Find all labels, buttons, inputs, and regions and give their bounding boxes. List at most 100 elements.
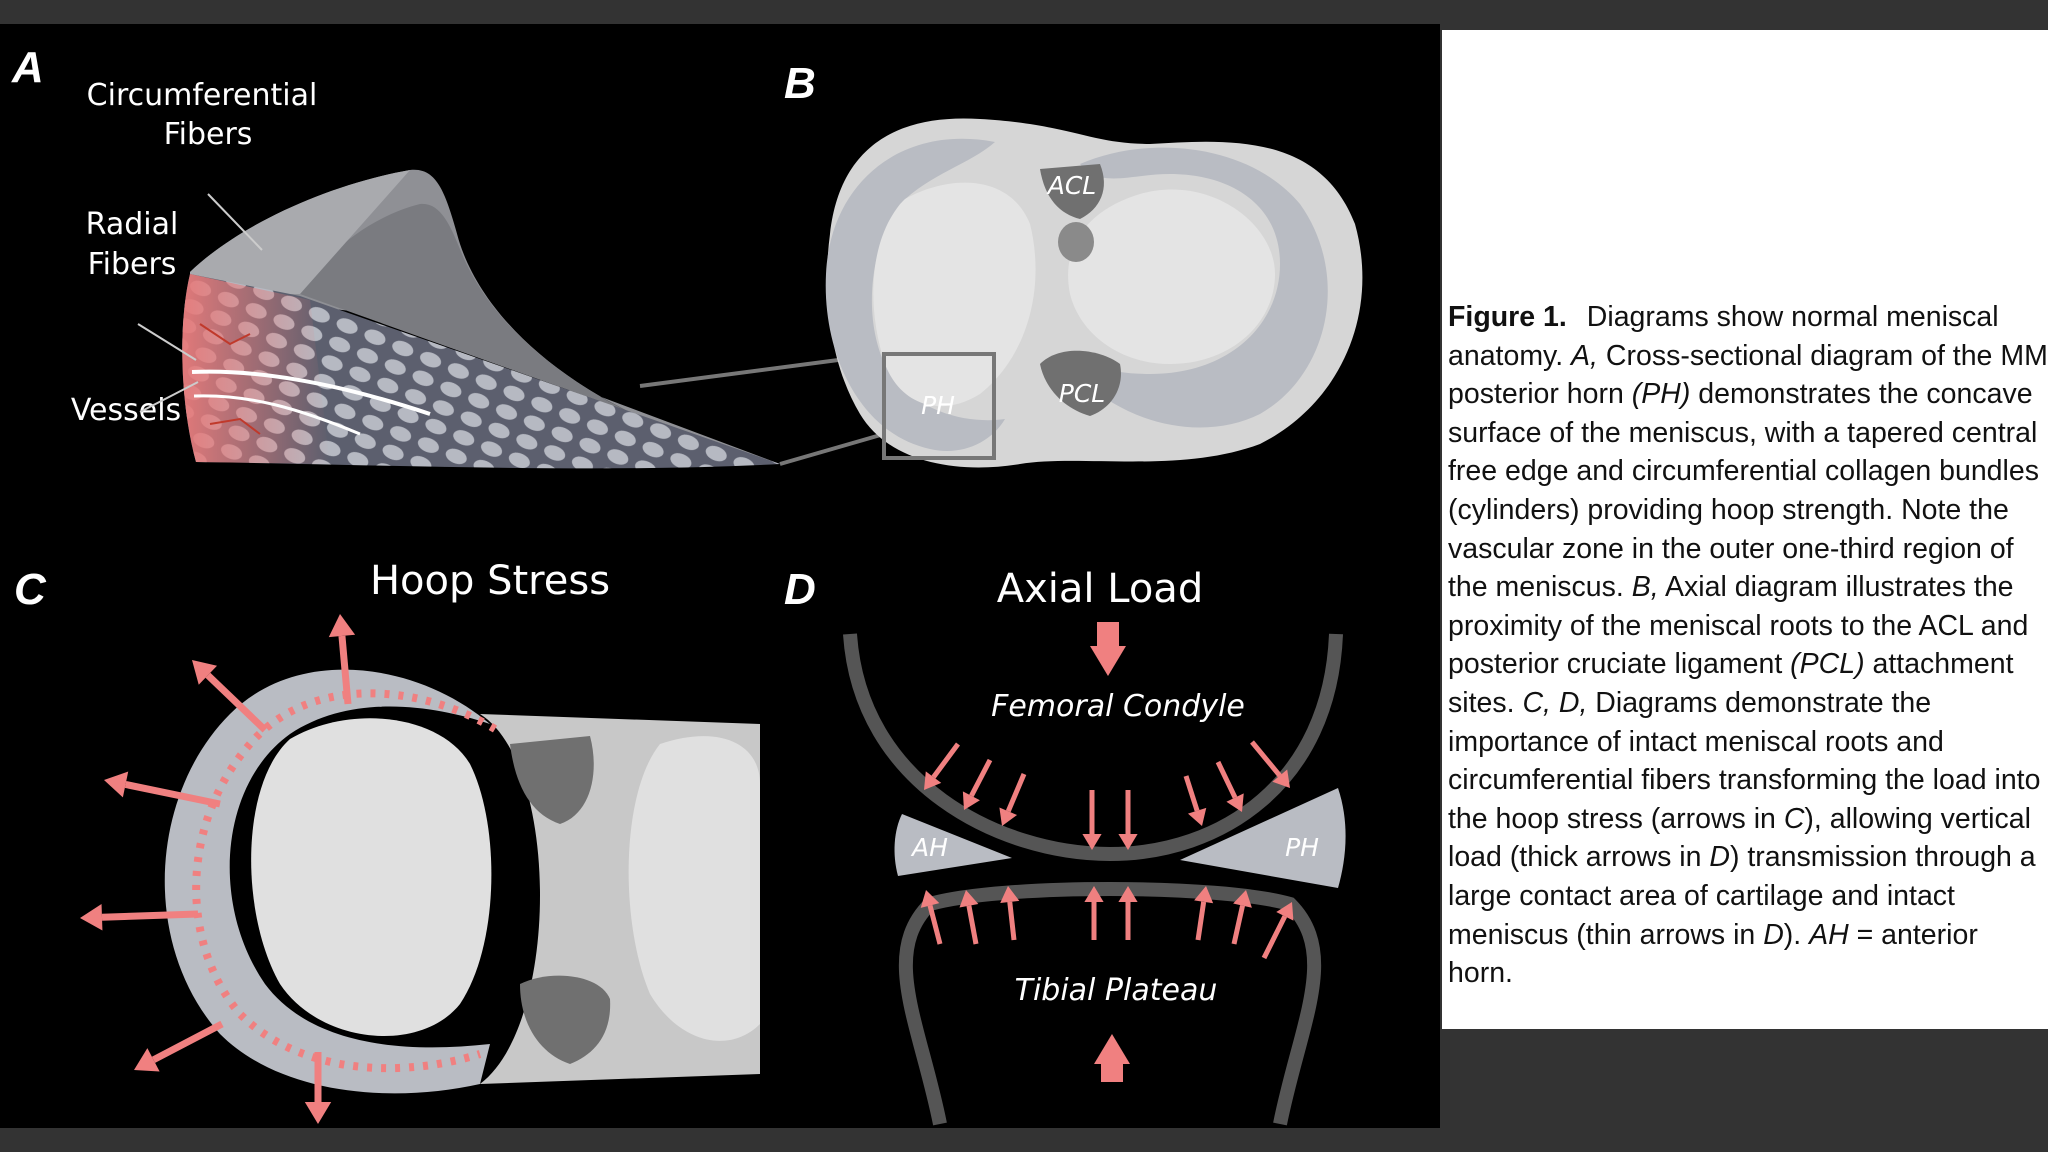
radial-leader	[137, 323, 197, 361]
ah-meniscus	[894, 814, 1012, 876]
thin-load-arrow-up	[1261, 902, 1294, 960]
panel-d: D Axial Load Femoral Condyle Tibial Plat…	[784, 565, 1346, 1126]
acl-stump	[1058, 222, 1094, 262]
circumferential-label-1: Circumferential	[87, 78, 318, 113]
caption-segment: Cross-sectional diagram of the MM poster…	[1448, 339, 2048, 411]
vessel-line-2	[193, 394, 361, 436]
thin-load-arrow-up	[959, 890, 979, 945]
thin-load-arrow-down	[1118, 790, 1138, 850]
thin-load-arrow-down	[1215, 760, 1244, 812]
caption-segment: A,	[1571, 339, 1598, 372]
radial-label-1: Radial	[86, 207, 179, 242]
caption-segment: D	[1763, 918, 1784, 951]
hoop-stress-title: Hoop Stress	[370, 558, 610, 604]
axial-load-title: Axial Load	[997, 566, 1203, 612]
ph-label-d: PH	[1285, 833, 1319, 862]
hoop-stress-arrow	[104, 771, 221, 808]
thin-load-arrow-up	[1118, 886, 1138, 940]
meniscus-outer-wall	[190, 170, 410, 294]
acl-label: ACL	[1046, 171, 1097, 200]
circumferential-leader	[207, 193, 263, 251]
vessel-red-1	[199, 323, 261, 435]
medial-plateau-c	[251, 718, 492, 1037]
axial-load-arrow-up	[1094, 1034, 1130, 1082]
circumferential-label-2: Fibers	[164, 117, 253, 152]
lateral-plateau-c	[628, 736, 760, 1041]
thin-load-arrow-down	[1250, 740, 1290, 788]
ph-zoom-box	[882, 352, 996, 460]
caption-segment: = anterior horn.	[1448, 918, 1978, 990]
ph-meniscus	[1180, 788, 1346, 888]
vessel-line-1	[191, 369, 431, 416]
thin-load-arrow-up	[1231, 890, 1252, 945]
caption-segment: D	[1709, 841, 1730, 874]
pcl-attachment	[1040, 350, 1121, 416]
hoop-stress-arrow	[304, 1052, 332, 1124]
meniscus-c	[164, 669, 490, 1094]
caption-segment: B,	[1631, 571, 1659, 604]
panel-a: A Circumferential Fibers Radial Fibers V…	[11, 43, 885, 469]
panel-letter-a: A	[11, 43, 44, 92]
thin-load-arrow-down	[1082, 790, 1102, 850]
acl-c	[510, 736, 594, 824]
caption-segment: AH	[1809, 918, 1849, 951]
hoop-stress-arrow	[328, 614, 356, 705]
medial-meniscus	[825, 138, 1005, 451]
thin-load-arrow-up	[1194, 886, 1214, 941]
thin-load-arrow-up	[1000, 886, 1020, 941]
caption-segment: C, D,	[1522, 686, 1588, 719]
vascular-zone	[182, 274, 330, 464]
meniscus-wedge-surface	[300, 203, 770, 462]
tibial-plateau-label: Tibial Plateau	[1015, 973, 1218, 1008]
panel-c: C Hoop Stress	[14, 558, 760, 1094]
panel-letter-c: C	[14, 565, 47, 614]
femoral-condyle-arc	[843, 633, 1343, 862]
caption-segment: (PCL)	[1790, 648, 1865, 681]
caption-segment: ), allowing vertical load (thick arrows …	[1448, 802, 2031, 874]
lateral-meniscus-inner	[1068, 189, 1275, 364]
thin-load-arrow-up	[1084, 886, 1104, 940]
caption-segment: Diagrams show normal meniscal anatomy.	[1448, 301, 1999, 372]
arrow-layer	[80, 614, 1294, 1124]
caption-panel: Figure 1.Diagrams show normal meniscal a…	[1442, 30, 2048, 1029]
axial-load-arrow-down	[1090, 622, 1126, 676]
caption-segment: Axial diagram illustrates the proximity …	[1448, 571, 2029, 681]
pcl-label: PCL	[1059, 379, 1105, 408]
thin-load-arrow-up	[920, 890, 943, 945]
pcl-c	[520, 975, 611, 1064]
thin-load-arrow-down	[1183, 775, 1207, 826]
ph-label-b: PH	[921, 391, 955, 420]
panel-letter-d: D	[784, 565, 816, 614]
hoop-dotted-line	[192, 689, 498, 1073]
femoral-condyle-label: Femoral Condyle	[991, 689, 1245, 724]
hoop-stress-arrow	[192, 660, 268, 733]
caption-segment: demonstrates the concave surface of the …	[1448, 378, 2039, 604]
panel-letter-b: B	[784, 59, 816, 108]
acl-attachment	[1040, 164, 1104, 219]
vessels-leader	[139, 381, 199, 413]
thin-load-arrow-down	[962, 758, 993, 810]
panel-b: B ACL PCL PH	[784, 59, 1363, 468]
caption-segment: C	[1783, 802, 1805, 835]
caption-segment: Diagrams demonstrate the importance of i…	[1448, 686, 2041, 835]
meniscus-cross-section	[182, 274, 781, 469]
hoop-stress-arrow	[134, 1020, 224, 1072]
figure-label: Figure 1.	[1448, 301, 1567, 333]
caption-segment: attachment sites.	[1448, 648, 2014, 719]
figure-svg: A Circumferential Fibers Radial Fibers V…	[11, 43, 1363, 1126]
medial-plateau-inner	[873, 182, 1036, 407]
tibial-plateau-arc	[898, 882, 1322, 1126]
ah-label: AH	[910, 833, 948, 862]
thin-load-arrow-down	[999, 773, 1027, 826]
caption-segment: (PH)	[1631, 378, 1691, 411]
zoom-connector-bottom	[779, 432, 885, 466]
lateral-meniscus	[1060, 147, 1328, 428]
figure-caption: Figure 1.Diagrams show normal meniscal a…	[1448, 298, 2048, 993]
figure-image: A Circumferential Fibers Radial Fibers V…	[0, 24, 1440, 1128]
thin-load-arrow-down	[924, 742, 961, 790]
vessels-label: Vessels	[71, 393, 181, 428]
hoop-stress-arrow	[80, 904, 199, 931]
caption-segment: ).	[1783, 918, 1810, 951]
radial-label-2: Fibers	[88, 247, 177, 282]
caption-segment: ) transmission through a large contact a…	[1448, 841, 2036, 951]
